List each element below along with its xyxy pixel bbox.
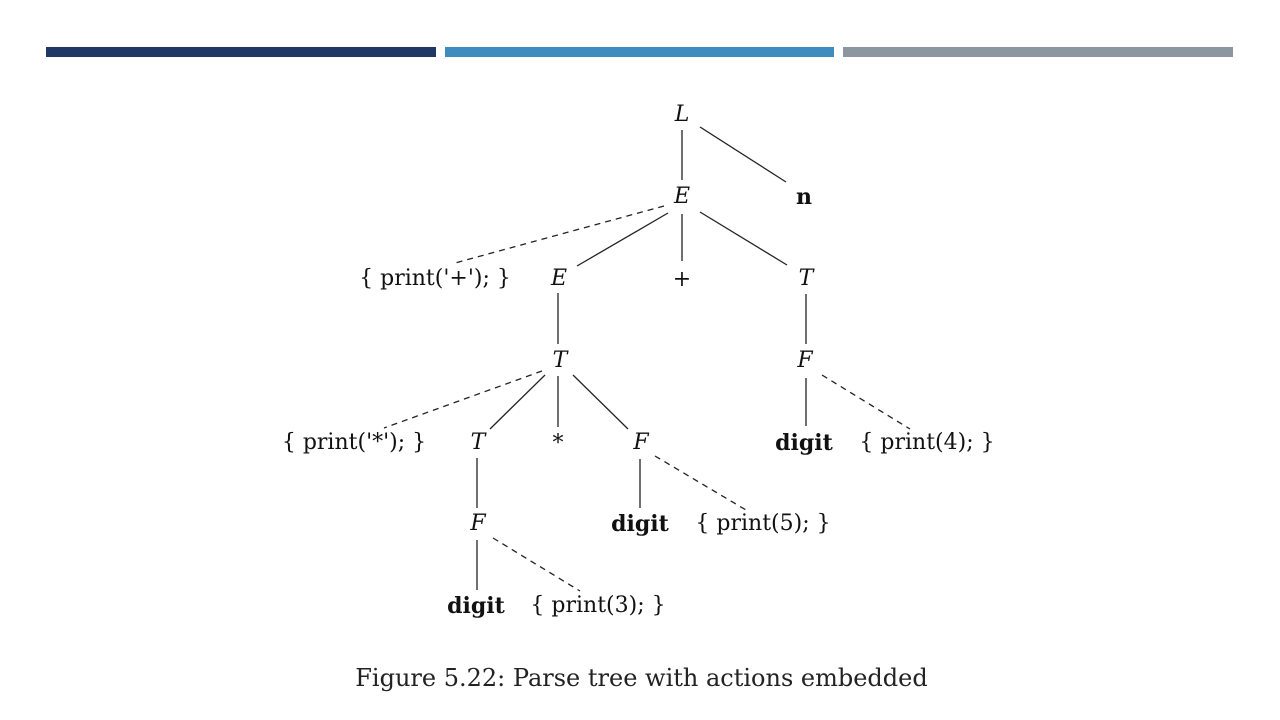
node-F-mid: F [633,430,649,455]
action-print-4: { print(4); } [859,430,995,455]
edge-T-action-times [383,370,543,429]
node-E-root: E [673,184,691,209]
edge-E-E [576,212,669,267]
edge-T-T [489,374,546,430]
node-F-right: F [797,348,813,373]
edge-F-action-print4 [821,374,911,430]
figure-caption: Figure 5.22: Parse tree with actions emb… [355,664,928,692]
node-newline: n [796,184,812,210]
edge-T-F-mid [572,374,629,430]
node-plus: + [672,267,692,292]
node-digit-mid: digit [611,511,669,537]
edge-L-n [699,126,787,183]
header-bar-dark [46,47,436,57]
node-T-right: T [798,266,814,291]
node-F-inner: F [470,511,486,536]
action-print-5: { print(5); } [695,511,831,536]
edge-E-T [699,211,788,266]
node-T-left: T [552,348,568,373]
header-bar-gray [843,47,1233,57]
node-times: * [552,431,564,456]
node-digit-right: digit [775,430,833,456]
node-E-left: E [550,266,568,291]
action-print-plus: { print('+'); } [359,266,511,291]
action-print-times: { print('*'); } [281,430,427,455]
node-L: L [674,102,690,127]
edge-F-action-print5 [654,455,747,511]
header-bar-blue [445,47,834,57]
action-print-3: { print(3); } [530,593,666,618]
node-T-inner: T [470,430,486,455]
node-digit-left: digit [447,593,505,619]
edge-E-action-plus [454,205,665,264]
edge-F-action-print3 [492,537,581,592]
